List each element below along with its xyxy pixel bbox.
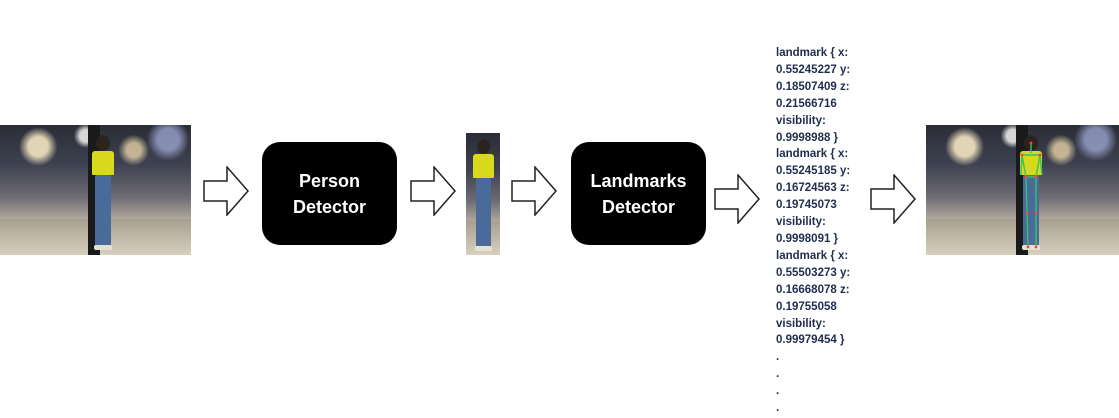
landmark-line: landmark { x: bbox=[776, 249, 849, 262]
landmarks-detector-box: Landmarks Detector bbox=[571, 142, 706, 245]
landmark-line: landmark { x: bbox=[776, 148, 849, 161]
landmark-line: 0.19745073 bbox=[776, 199, 837, 212]
cropped-person-photo bbox=[466, 133, 500, 255]
landmark-line: 0.18507409 z: bbox=[776, 80, 850, 93]
landmark-line: 0.55503273 y: bbox=[776, 266, 851, 279]
landmark-line: 0.21566716 bbox=[776, 97, 837, 110]
landmark-line: visibility: bbox=[776, 114, 826, 127]
landmark-line: . bbox=[776, 368, 780, 381]
landmark-line: 0.99979454 } bbox=[776, 334, 845, 347]
landmark-line: 0.55245185 y: bbox=[776, 165, 851, 178]
landmark-line: 0.16724563 z: bbox=[776, 182, 850, 195]
landmark-line: landmark { x: bbox=[776, 47, 849, 59]
person-detector-label: Person Detector bbox=[292, 170, 367, 217]
input-photo bbox=[0, 125, 191, 255]
landmark-line: 0.9998988 } bbox=[776, 131, 839, 144]
landmark-line: visibility: bbox=[776, 317, 826, 330]
pose-skeleton bbox=[1020, 141, 1043, 249]
arrow-right-icon bbox=[714, 174, 760, 224]
landmark-line: visibility: bbox=[776, 216, 826, 229]
landmark-line: . bbox=[776, 402, 780, 415]
landmark-line: . bbox=[776, 351, 780, 364]
person-detector-box: Person Detector bbox=[262, 142, 397, 245]
landmark-line: 0.19755058 bbox=[776, 300, 837, 313]
landmark-output-text: landmark { x: 0.55245227 y: 0.18507409 z: 0… bbox=[776, 45, 876, 417]
landmark-line: 0.9998091 } bbox=[776, 232, 839, 245]
arrow-right-icon bbox=[511, 166, 557, 216]
arrow-right-icon bbox=[203, 166, 249, 216]
arrow-right-icon bbox=[870, 174, 916, 224]
landmark-line: 0.16668078 z: bbox=[776, 283, 850, 296]
landmark-line: . bbox=[776, 385, 780, 398]
landmarks-detector-label: Landmarks Detector bbox=[590, 170, 687, 217]
landmark-line: 0.55245227 y: bbox=[776, 63, 851, 76]
output-photo-with-landmarks bbox=[926, 125, 1119, 255]
arrow-right-icon bbox=[410, 166, 456, 216]
